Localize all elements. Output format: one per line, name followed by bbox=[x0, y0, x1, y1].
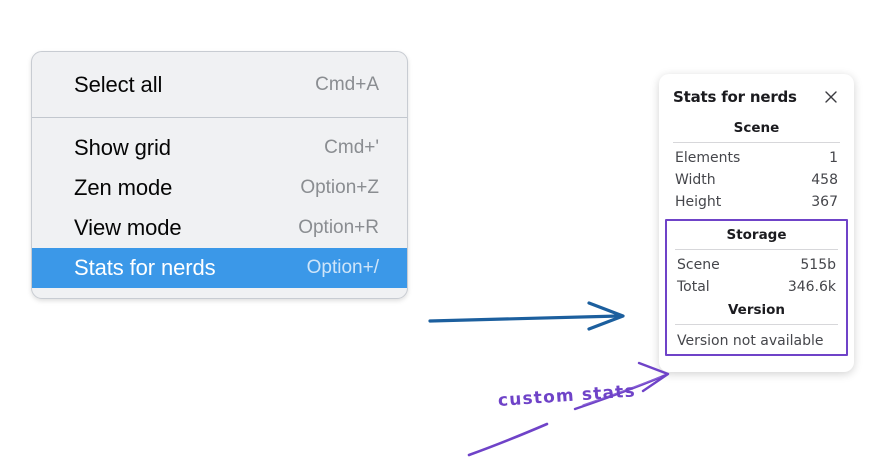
stats-for-nerds-panel: Stats for nerds Scene Elements 1 Width 4… bbox=[659, 74, 854, 372]
menu-item-label: View mode bbox=[74, 215, 182, 240]
menu-item-shortcut: Cmd+' bbox=[324, 137, 379, 158]
stat-key: Elements bbox=[675, 150, 741, 166]
stat-key: Scene bbox=[677, 257, 720, 273]
section-heading: Scene bbox=[733, 120, 780, 136]
menu-item-zen-mode[interactable]: Zen mode Option+Z bbox=[32, 168, 407, 208]
canvas-context-menu[interactable]: Select all Cmd+A Show grid Cmd+' Zen mod… bbox=[31, 51, 408, 299]
section-divider bbox=[675, 249, 838, 250]
menu-item-stats-for-nerds[interactable]: Stats for nerds Option+/ bbox=[32, 248, 407, 288]
stats-panel-title: Stats for nerds bbox=[673, 88, 797, 106]
purple-arrow-icon bbox=[573, 361, 670, 411]
purple-underline-stroke bbox=[467, 422, 549, 457]
close-icon[interactable] bbox=[822, 88, 840, 106]
menu-item-show-grid[interactable]: Show grid Cmd+' bbox=[32, 128, 407, 168]
menu-item-shortcut: Option+R bbox=[298, 217, 379, 238]
stat-row: Elements 1 bbox=[671, 147, 842, 169]
stat-key: Width bbox=[675, 172, 716, 188]
section-heading: Storage bbox=[726, 227, 787, 243]
stats-section-storage: Storage Scene 515b Total 346.6k bbox=[673, 223, 840, 298]
section-divider bbox=[675, 324, 838, 325]
menu-item-shortcut: Option+/ bbox=[306, 257, 379, 278]
menu-item-view-mode[interactable]: View mode Option+R bbox=[32, 208, 407, 248]
stat-row: Total 346.6k bbox=[673, 276, 840, 298]
stat-value: 458 bbox=[811, 172, 838, 188]
stat-key: Total bbox=[677, 279, 710, 295]
stats-section-scene: Scene Elements 1 Width 458 Height 367 bbox=[671, 116, 842, 213]
section-divider bbox=[673, 142, 840, 143]
custom-stats-highlight-box: Storage Scene 515b Total 346.6k Version … bbox=[665, 219, 848, 356]
stats-section-version: Version Version not available bbox=[673, 298, 840, 350]
menu-item-select-all[interactable]: Select all Cmd+A bbox=[32, 65, 407, 105]
stat-value: 515b bbox=[800, 257, 836, 273]
menu-group-view: Show grid Cmd+' Zen mode Option+Z View m… bbox=[32, 118, 407, 288]
stat-value: 346.6k bbox=[787, 279, 836, 295]
menu-item-label: Select all bbox=[74, 72, 163, 97]
stat-value: 367 bbox=[811, 194, 838, 210]
menu-group-selection: Select all Cmd+A bbox=[32, 52, 407, 118]
menu-item-label: Stats for nerds bbox=[74, 255, 216, 280]
stat-row: Width 458 bbox=[671, 169, 842, 191]
custom-stats-annotation-label: custom stats bbox=[497, 381, 637, 411]
version-value: Version not available bbox=[677, 333, 824, 349]
stat-key: Height bbox=[675, 194, 722, 210]
menu-item-shortcut: Cmd+A bbox=[315, 74, 379, 95]
menu-item-label: Zen mode bbox=[74, 175, 173, 200]
menu-item-label: Show grid bbox=[74, 135, 171, 160]
section-heading: Version bbox=[727, 302, 786, 318]
menu-item-shortcut: Option+Z bbox=[300, 177, 379, 198]
stat-row: Height 367 bbox=[671, 191, 842, 213]
stat-value: 1 bbox=[829, 150, 838, 166]
blue-arrow-icon bbox=[428, 301, 625, 331]
stats-panel-header: Stats for nerds bbox=[671, 88, 842, 106]
stat-row: Scene 515b bbox=[673, 254, 840, 276]
